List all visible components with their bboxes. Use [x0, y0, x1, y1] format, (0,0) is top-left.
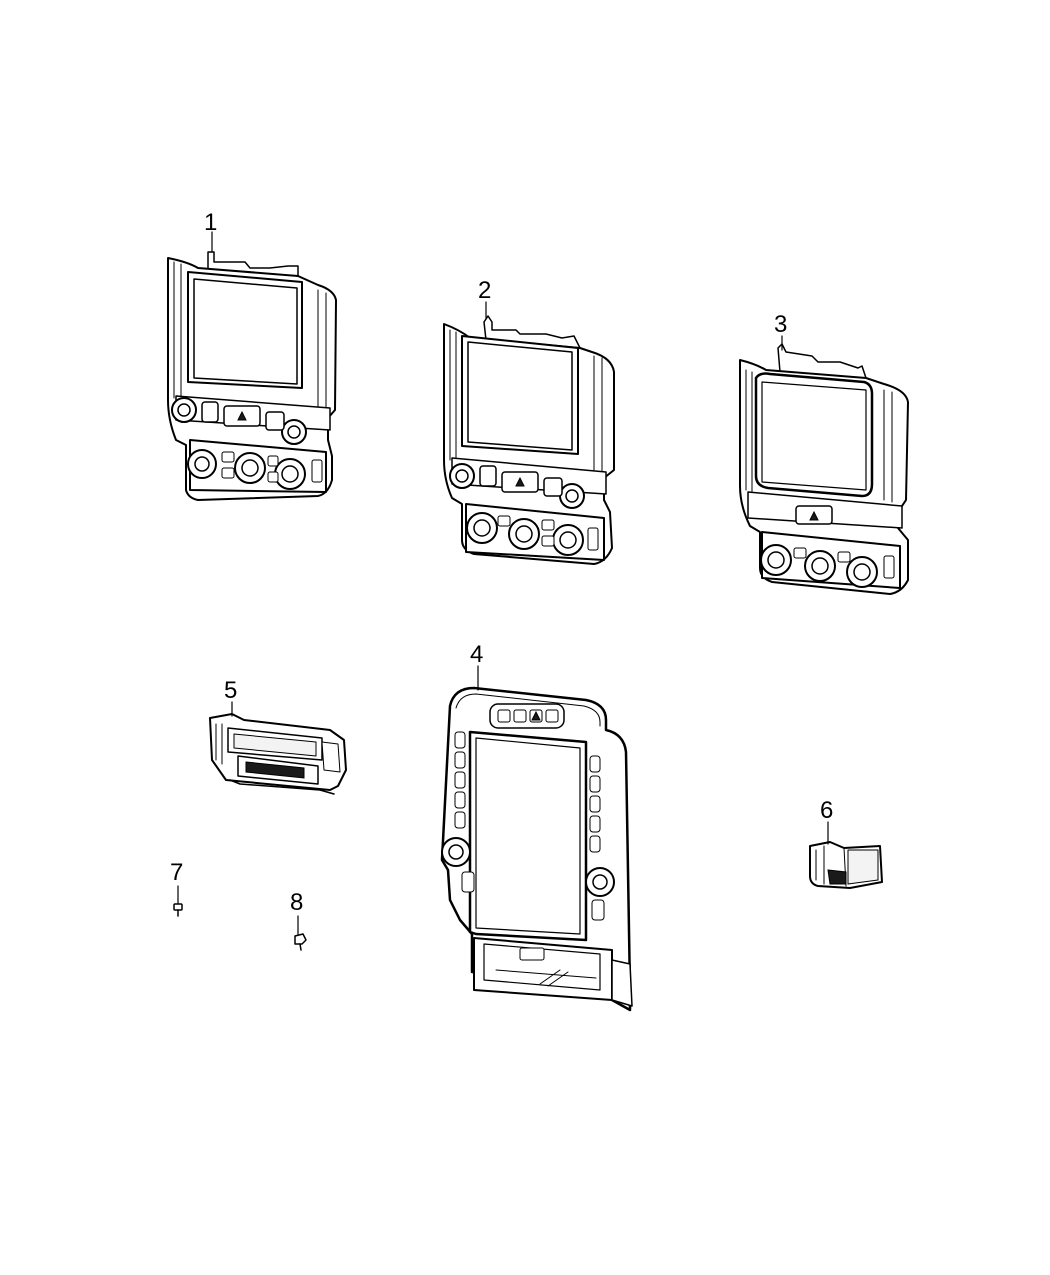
- callout-6: 6: [820, 797, 833, 845]
- callout-2: 2: [478, 277, 491, 319]
- callout-label-1: 1: [204, 209, 217, 236]
- part-4-vertical-display-unit: [440, 686, 633, 1012]
- part-2-display-bezel: [443, 315, 615, 565]
- callout-label-7: 7: [170, 859, 183, 886]
- callout-1: 1: [204, 209, 217, 253]
- part-1-display-bezel: [167, 251, 337, 501]
- callout-3: 3: [774, 311, 787, 351]
- callout-7: 7: [170, 859, 183, 905]
- part-5-switch-module: [209, 713, 347, 795]
- callout-label-5: 5: [224, 677, 237, 704]
- part-6-bracket: [809, 841, 883, 889]
- callout-label-3: 3: [774, 311, 787, 338]
- callout-4: 4: [470, 641, 483, 691]
- callout-label-4: 4: [470, 641, 483, 668]
- callout-label-6: 6: [820, 797, 833, 824]
- callout-5: 5: [224, 677, 237, 717]
- part-8-bolt: [294, 933, 307, 951]
- callout-8: 8: [290, 889, 303, 935]
- callout-label-2: 2: [478, 277, 491, 304]
- part-7-screw: [173, 903, 183, 917]
- part-3-bezel-frame: [739, 343, 909, 595]
- callout-label-8: 8: [290, 889, 303, 916]
